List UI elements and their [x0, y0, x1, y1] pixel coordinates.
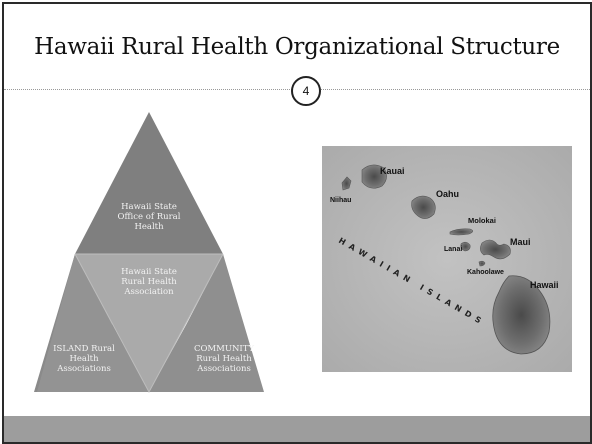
footer-bar: [4, 416, 590, 442]
right-triangle-label: COMMUNITY Rural Health Associations: [193, 344, 255, 374]
island-label-kahoolawe: Kahoolawe: [467, 269, 504, 276]
oahu-shape: [411, 195, 436, 219]
org-structure-diagram: Hawaii State Office of Rural Health Hawa…: [34, 112, 294, 402]
right-triangle: [149, 254, 264, 392]
niihau-shape: [341, 176, 352, 191]
island-label-lanai: Lanai: [444, 246, 462, 253]
island-label-oahu: Oahu: [436, 189, 459, 199]
island-label-kauai: Kauai: [380, 166, 405, 176]
kahoolawe-shape: [478, 260, 486, 267]
center-triangle: [75, 254, 223, 392]
page-number: 4: [291, 76, 321, 106]
hawaii-map-graphic: Niihau Kauai Oahu Molokai Lanai Maui Kah…: [322, 146, 572, 372]
triangle-diagram-graphic: [34, 112, 264, 394]
center-triangle-label: Hawaii State Rural Health Association: [121, 267, 177, 297]
island-label-maui: Maui: [510, 237, 531, 247]
left-triangle: [37, 254, 149, 392]
kauai-shape: [361, 164, 387, 189]
molokai-shape: [449, 228, 474, 236]
hawaii-big-island-shape: [492, 275, 551, 355]
top-triangle-label: Hawaii State Office of Rural Health: [117, 202, 181, 232]
slide-title: Hawaii Rural Health Organizational Struc…: [34, 34, 560, 60]
island-label-hawaii: Hawaii: [530, 280, 559, 290]
maui-shape: [480, 239, 511, 260]
left-triangle-label: ISLAND Rural Health Associations: [53, 344, 115, 374]
lanai-shape: [460, 241, 471, 252]
island-label-molokai: Molokai: [468, 216, 496, 225]
hawaii-map: Niihau Kauai Oahu Molokai Lanai Maui Kah…: [322, 146, 572, 372]
top-triangle: [75, 112, 223, 254]
island-label-niihau: Niihau: [330, 197, 351, 204]
